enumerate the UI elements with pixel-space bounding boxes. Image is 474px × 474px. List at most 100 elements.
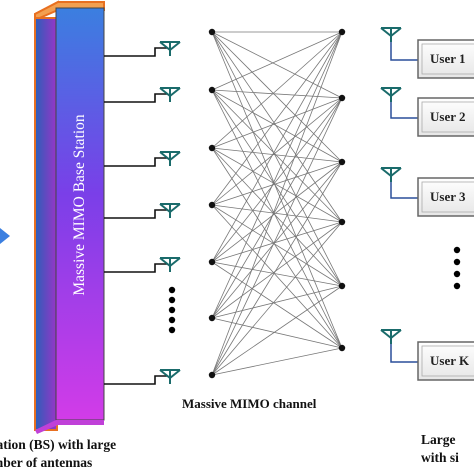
base-station-bar	[34, 0, 105, 434]
channel-link	[211, 31, 343, 223]
channel-link	[211, 147, 343, 287]
antenna-icon	[159, 151, 181, 166]
ellipsis-dot	[453, 246, 461, 254]
channel-link	[211, 147, 343, 223]
user-box	[417, 341, 474, 381]
user-antenna-icon	[380, 87, 402, 98]
channel-link	[211, 285, 343, 319]
feed-line	[104, 209, 168, 219]
ellipsis-dot	[453, 270, 461, 278]
channel-node	[208, 144, 216, 152]
antenna-icon	[159, 41, 181, 56]
ellipsis-dot	[168, 286, 176, 294]
channel-link	[211, 89, 343, 287]
feed-line	[104, 263, 168, 273]
user-antenna-icon	[380, 167, 402, 178]
user-label: User 3	[430, 189, 466, 204]
channel-label: Massive MIMO channel	[182, 396, 317, 411]
user-antenna-icon	[380, 27, 402, 38]
channel-link	[211, 97, 343, 319]
users-caption-line2: with si	[421, 450, 459, 465]
channel-link	[211, 31, 343, 91]
channel-link	[211, 204, 343, 287]
channel-link	[211, 221, 343, 319]
channel-link	[211, 97, 343, 149]
feed-line	[104, 47, 168, 57]
user-label: User K	[430, 353, 470, 368]
channel-link	[211, 31, 343, 319]
base-station-title: Massive MIMO Base Station	[71, 114, 88, 296]
channel-link	[211, 97, 343, 376]
channel-link	[211, 97, 343, 263]
ellipsis-dot	[453, 258, 461, 266]
channel-node	[208, 371, 216, 379]
channel-link	[211, 161, 343, 319]
channel-node	[338, 218, 346, 226]
antenna-icon	[159, 203, 181, 218]
channel-link	[211, 161, 343, 263]
user-device	[380, 87, 474, 137]
bs-caption-line2: mber of antennas	[0, 455, 93, 470]
channel-link	[211, 97, 343, 206]
channel-link	[211, 147, 343, 349]
channel-link	[211, 204, 343, 349]
channel-node	[208, 314, 216, 322]
channel-node	[208, 86, 216, 94]
channel-link	[211, 261, 343, 349]
user-devices	[380, 27, 474, 381]
antenna-icon	[159, 257, 181, 272]
channel-node	[338, 28, 346, 36]
channel-node	[208, 28, 216, 36]
users-caption-line1: Large	[421, 432, 456, 447]
user-device	[380, 167, 474, 217]
user-box	[417, 39, 474, 79]
channel-link	[211, 317, 343, 349]
channel-link	[211, 285, 343, 376]
channel-node	[208, 258, 216, 266]
channel-link	[211, 89, 343, 163]
channel-link	[211, 31, 343, 263]
channel-node	[338, 344, 346, 352]
channel-link	[211, 261, 343, 287]
user-device	[380, 329, 474, 381]
channel-link	[211, 31, 343, 287]
ellipsis-dot	[168, 316, 176, 324]
channel-link	[211, 221, 343, 263]
user-device	[380, 27, 474, 79]
channel-link	[211, 31, 343, 206]
channel-link	[211, 89, 343, 223]
antenna-icon	[159, 369, 181, 384]
user-link-line	[390, 42, 418, 61]
channel-link	[211, 31, 343, 349]
user-label: User 1	[430, 51, 466, 66]
input-arrow	[0, 228, 10, 244]
ellipsis-dot	[168, 326, 176, 334]
user-box	[417, 177, 474, 217]
user-antenna-icon	[380, 329, 402, 340]
channel-link	[211, 161, 343, 376]
channel-node	[338, 158, 346, 166]
channel-node	[338, 94, 346, 102]
channel-link	[211, 89, 343, 99]
channel-link	[211, 31, 343, 149]
ellipsis-dot	[168, 296, 176, 304]
channel-link	[211, 147, 343, 163]
channel-link	[211, 89, 343, 349]
channel-link	[211, 204, 343, 223]
channel-link	[211, 161, 343, 206]
feed-line	[104, 157, 168, 167]
channel-link	[211, 31, 343, 163]
user-link-line	[390, 344, 418, 363]
feed-line	[104, 375, 168, 385]
user-label: User 2	[430, 109, 466, 124]
channel-link	[211, 221, 343, 376]
ellipsis-dot	[168, 306, 176, 314]
ellipsis-dot	[453, 282, 461, 290]
antenna-icon	[159, 87, 181, 102]
channel-link	[211, 31, 343, 99]
user-link-line	[390, 182, 418, 199]
channel-mesh	[211, 31, 343, 376]
bs-caption-line1: tation (BS) with large	[0, 437, 117, 452]
channel-node	[338, 282, 346, 290]
